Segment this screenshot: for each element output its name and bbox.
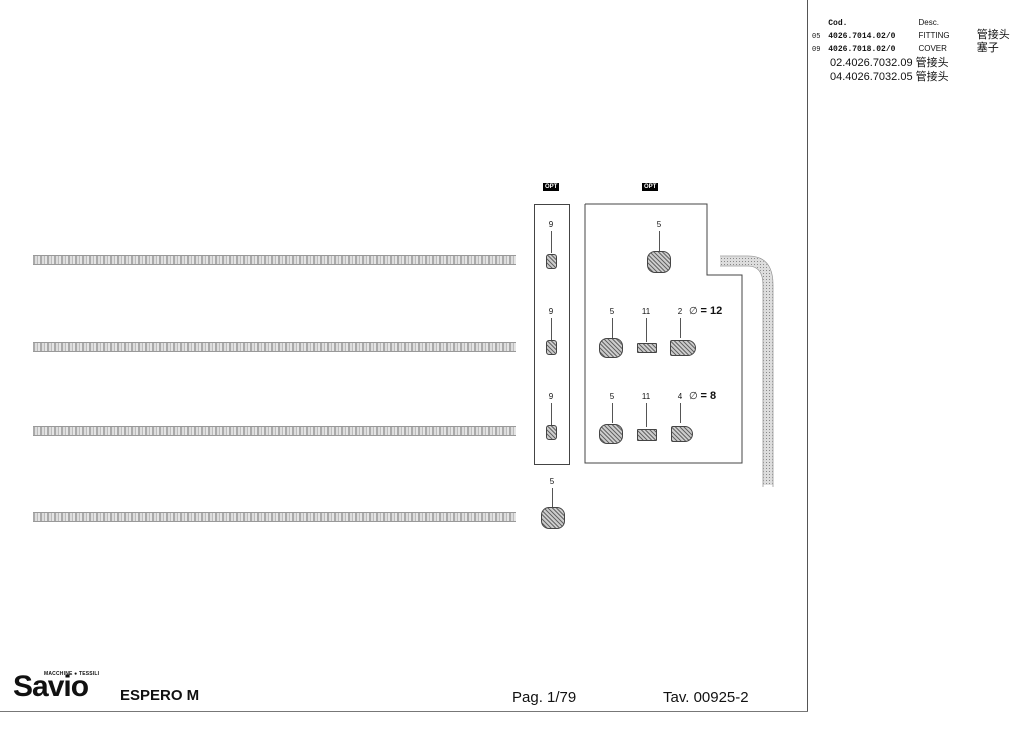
parts-row: 09 4026.7018.02/0 COVER 塞子 <box>812 42 1010 55</box>
diameter-label: ∅ = 8 <box>689 390 716 402</box>
leader-line <box>551 403 552 425</box>
leader-line <box>680 403 681 423</box>
shaft <box>33 342 516 352</box>
part-desc-cn: 管接头 <box>976 29 1010 41</box>
nut-part <box>637 343 657 353</box>
opt-badge: OPT <box>642 183 659 191</box>
part-pos: 05 <box>812 33 821 41</box>
cover-part <box>546 425 557 440</box>
table-number: Tav. 00925-2 <box>663 689 749 706</box>
leader-line <box>551 231 552 253</box>
opt-badge: OPT <box>543 183 560 191</box>
option-box-fittings <box>584 203 743 464</box>
header-code: Cod. <box>828 19 848 28</box>
fitting-part <box>541 507 565 529</box>
tube <box>720 255 774 487</box>
parts-list-header: Cod. Desc. <box>812 16 1010 29</box>
callout-number: 5 <box>609 307 615 316</box>
nut-part <box>637 429 657 441</box>
part-code: 4026.7018.02/0 <box>828 45 896 54</box>
part-code: 4026.7014.02/0 <box>828 32 896 41</box>
callout-number: 4 <box>677 392 683 401</box>
elbow-part <box>670 340 696 356</box>
logo-subtitle: MACCHINE ● TESSILI <box>44 671 100 677</box>
callout-number: 9 <box>548 307 554 316</box>
cover-part <box>546 254 557 269</box>
leader-line <box>612 403 613 423</box>
diameter-value: = 8 <box>700 390 717 402</box>
leader-line <box>612 318 613 338</box>
page-border-bottom <box>0 711 808 712</box>
shaft <box>33 255 516 265</box>
leader-line <box>680 318 681 338</box>
fitting-part <box>599 338 623 358</box>
part-desc: FITTING <box>918 31 950 40</box>
part-desc: COVER <box>918 44 947 53</box>
savio-logo: Savio <box>13 670 89 703</box>
diameter-symbol: ∅ <box>689 391 698 402</box>
callout-number: 11 <box>641 307 651 316</box>
page-number: Pag. 1/79 <box>512 689 577 706</box>
callout-number: 5 <box>549 477 555 486</box>
parts-list: Cod. Desc. 05 4026.7014.02/0 FITTING 管接头… <box>812 16 1010 55</box>
callout-number: 11 <box>641 392 651 401</box>
fitting-part <box>647 251 671 273</box>
callout-number: 5 <box>609 392 615 401</box>
cover-part <box>546 340 557 355</box>
leader-line <box>646 403 647 427</box>
leader-line <box>552 488 553 508</box>
shaft <box>33 512 516 522</box>
alternative-code: 02.4026.7032.09 管接头 <box>830 57 949 69</box>
part-pos: 09 <box>812 46 821 54</box>
diameter-value: = 12 <box>700 305 723 317</box>
alternative-code: 04.4026.7032.05 管接头 <box>830 71 949 83</box>
leader-line <box>659 231 660 251</box>
callout-number: 5 <box>656 220 662 229</box>
callout-number: 9 <box>548 392 554 401</box>
leader-line <box>646 318 647 342</box>
fitting-part <box>599 424 623 444</box>
diameter-label: ∅ = 12 <box>689 305 722 317</box>
model-name: ESPERO M <box>120 687 200 704</box>
callout-number: 9 <box>548 220 554 229</box>
parts-row: 05 4026.7014.02/0 FITTING 管接头 <box>812 29 1010 42</box>
leader-line <box>551 318 552 340</box>
header-desc: Desc. <box>918 18 939 27</box>
elbow-part <box>671 426 693 442</box>
callout-number: 2 <box>677 307 683 316</box>
page-border-right <box>807 0 808 712</box>
shaft <box>33 426 516 436</box>
diameter-symbol: ∅ <box>689 306 698 317</box>
option-box-covers <box>534 204 570 465</box>
part-desc-cn: 塞子 <box>976 42 999 54</box>
